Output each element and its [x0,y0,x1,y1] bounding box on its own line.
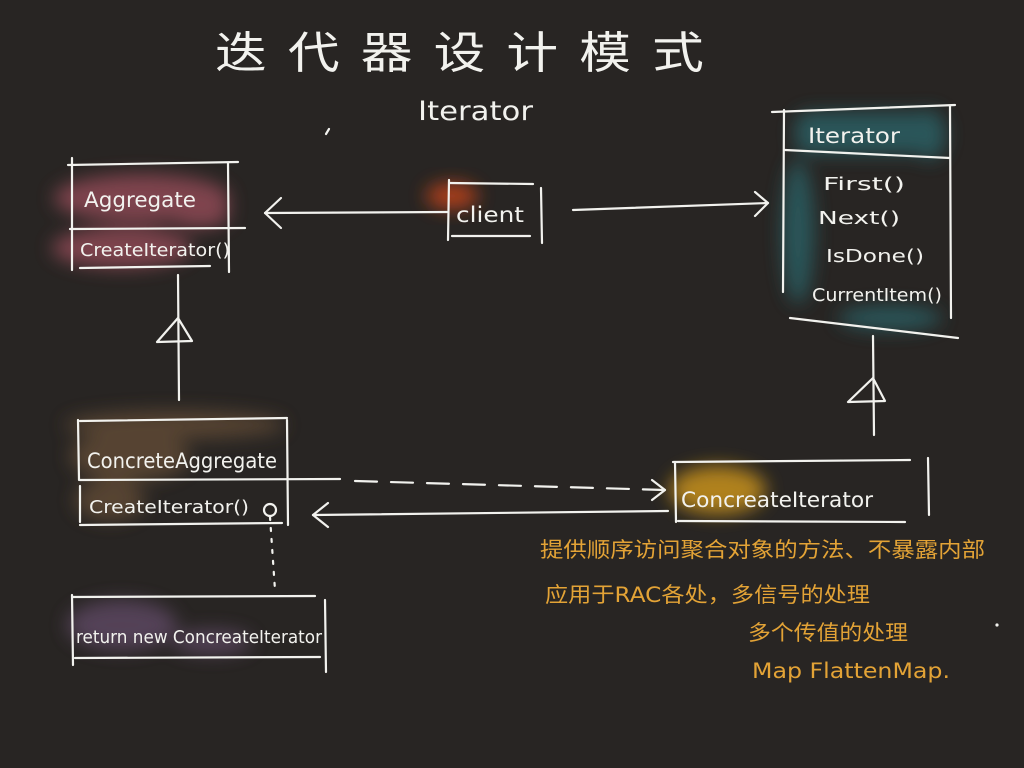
code-note-box: return new ConcreateIterator [70,593,328,674]
client-to-iterator-arrowhead [753,190,770,218]
concrete-aggregate-class-box: ConcreteAggregate CreateIterator() [76,416,342,527]
iterator-method-currentitem: CurrentItem() [812,285,942,306]
annotation-line-3: 多个传值的处理 [748,621,908,645]
iterator-box-right [948,104,953,320]
concrete-iterator-box-bottom [676,519,907,524]
dependency-arrowhead [650,478,667,502]
iterator-box-bottom [788,316,960,340]
dependency-line [353,479,667,492]
iterator-inheritance-arrow [846,334,887,437]
annotation-line-2: 应用于RAC各处，多信号的处理 [545,583,870,607]
aggregate-box-bottom [78,264,212,270]
concrete-aggregate-box-divider [78,477,342,482]
code-note-box-right [323,598,328,674]
note-highlight [67,600,252,654]
code-note-box-left [70,593,75,667]
code-note-box-top [70,594,317,599]
client-highlight [426,183,478,209]
association-arrowhead [311,501,330,529]
aggregate-method: CreateIterator() [80,240,230,261]
aggregate-inheritance-triangle [155,316,194,344]
concrete-aggregate-box-right [285,418,290,527]
iterator-method-isdone: IsDone() [826,246,924,267]
client-box-right [539,186,544,245]
concrete-iterator-class-name: ConcreateIterator [681,488,873,512]
aggregate-box-top [66,160,240,167]
concrete-aggregate-method: CreateIterator() [89,497,249,518]
concrete-iterator-box-top [671,458,912,464]
concrete-aggregate-box-left [76,418,81,482]
aggregate-box-right [226,161,231,274]
annotation-line-4: Map FlattenMap. [752,659,950,683]
iterator-inheritance-line [871,334,876,437]
aggregate-inheritance-line [176,273,181,402]
iterator-class-box: Iterator First() Next() IsDone() Current… [770,103,960,340]
concrete-iterator-box-right [926,456,931,517]
iterator-inheritance-triangle [846,376,887,404]
concrete-aggregate-highlight [65,411,285,520]
iterator-method-next: Next() [818,208,900,229]
dependency-arrow [353,478,667,502]
concrete-iterator-box-left [673,460,678,524]
iterator-box-top [770,103,957,114]
aggregate-box-divider [68,226,247,231]
page-title: 迭代器设计模式 [215,28,725,79]
client-box-top [447,181,535,186]
client-to-iterator-line [571,201,770,212]
stray-dot [995,623,999,627]
concrete-aggregate-class-name: ConcreteAggregate [87,449,277,473]
aggregate-class-name: Aggregate [84,188,196,212]
iterator-box-divider [783,148,952,160]
aggregate-class-box: Aggregate CreateIterator() [66,156,247,274]
iterator-box-left [781,108,786,294]
client-to-aggregate-line [263,210,449,215]
annotation-line-1: 提供顺序访问聚合对象的方法、不暴露内部 [540,538,985,562]
client-to-aggregate-arrowhead [263,196,283,230]
aggregate-highlight [52,174,230,268]
iterator-highlight [782,110,946,330]
association-arrow [311,501,670,529]
client-to-iterator-arrow [571,190,770,218]
iterator-method-first: First() [823,174,905,195]
note-connector-line [268,515,277,592]
code-note-box-bottom [73,655,322,660]
client-box-left [446,178,451,242]
client-to-aggregate-arrow [263,196,449,230]
concrete-aggregate-box-top [78,416,289,423]
stray-pen-mark [324,127,331,136]
concrete-iterator-class-box: ConcreateIterator [671,456,931,524]
concrete-iterator-highlight [670,466,766,514]
page-subtitle: Iterator [418,96,534,127]
iterator-class-name: Iterator [808,124,900,148]
client-box: client [446,178,544,245]
aggregate-inheritance-arrow [155,273,194,402]
client-name: client [456,203,524,227]
code-note-text: return new ConcreateIterator [76,627,323,648]
association-line [311,509,670,517]
concrete-aggregate-box-bottom [78,521,284,527]
